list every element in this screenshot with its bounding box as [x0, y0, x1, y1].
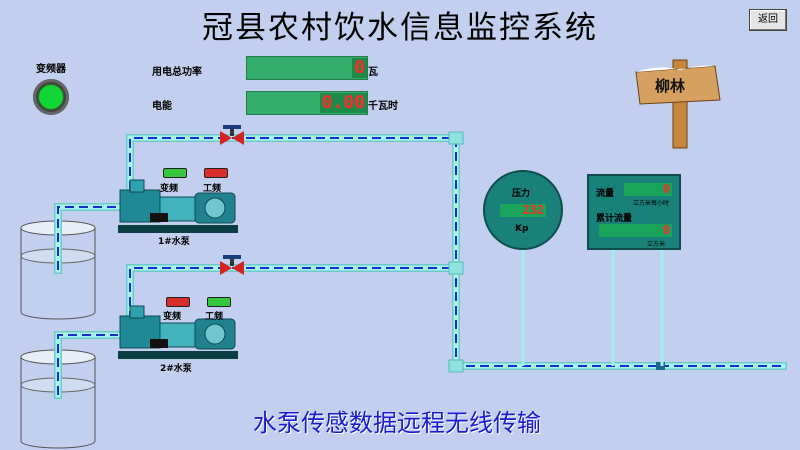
valve-1[interactable]	[220, 125, 244, 145]
pump1-mains-label: 工频	[203, 184, 222, 194]
pressure-unit: Kp	[515, 224, 529, 234]
energy-label: 电能	[152, 101, 172, 112]
pressure-value: 232	[500, 204, 546, 217]
pump-1-graphic[interactable]	[118, 179, 238, 233]
flow-rate-value: 0	[624, 183, 672, 196]
total-flow-value: 0	[599, 224, 672, 237]
pump1-vfd-label: 变频	[160, 184, 179, 194]
pump1-mains-led	[204, 168, 228, 178]
flow-rate-unit: 立方米每小时	[633, 200, 670, 207]
pump2-vfd-label: 变频	[163, 312, 182, 322]
energy-meter: 0.00	[246, 91, 368, 115]
pump2-mains-label: 工频	[205, 312, 224, 322]
pump1-name: 1#水泵	[158, 237, 190, 247]
pump2-mains-led	[207, 297, 231, 307]
energy-unit: 千瓦时	[368, 101, 398, 112]
power-unit: 瓦	[368, 67, 378, 78]
flow-rate-label: 流量	[596, 189, 615, 199]
vfd-label: 变频器	[36, 64, 66, 75]
back-button[interactable]: 返回	[749, 9, 787, 31]
valve-2[interactable]	[220, 255, 244, 275]
transmission-caption: 水泵传感数据远程无线传输	[253, 409, 541, 437]
pressure-label: 压力	[512, 189, 531, 199]
signpost-graphic	[635, 59, 721, 149]
power-meter: 0	[246, 56, 368, 80]
power-label: 用电总功率	[152, 67, 202, 78]
total-flow-label: 累计流量	[596, 214, 633, 224]
pump-2-graphic[interactable]	[118, 305, 238, 359]
pump1-vfd-led	[163, 168, 187, 178]
total-flow-unit: 立方米	[647, 241, 666, 248]
vfd-indicator-light[interactable]	[33, 79, 69, 115]
pump2-name: 2#水泵	[160, 364, 192, 374]
page-title: 冠县农村饮水信息监控系统	[202, 10, 598, 46]
energy-value: 0.00	[319, 92, 367, 113]
location-sign: 柳林	[655, 77, 686, 95]
power-value: 0	[352, 57, 367, 78]
vfd-light-core	[39, 85, 63, 109]
pump2-vfd-led	[166, 297, 190, 307]
